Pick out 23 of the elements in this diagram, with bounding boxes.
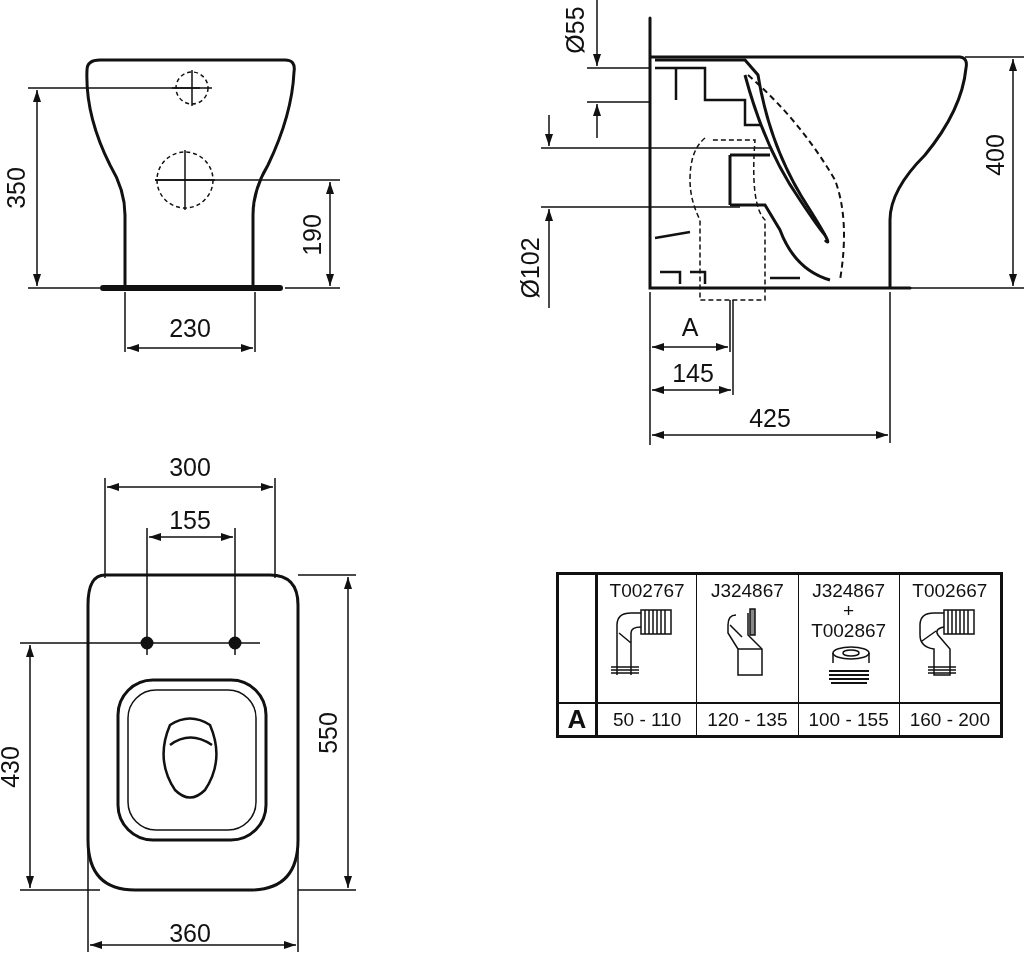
dimension-value: 550: [315, 712, 341, 754]
dimension-value: 430: [0, 746, 23, 788]
range-value: 50 - 110: [595, 702, 697, 735]
dimension-value: 350: [3, 167, 29, 209]
part-number: T002667: [912, 581, 988, 601]
dimension-value: 155: [169, 507, 211, 533]
part-number: J324867 + T002867: [811, 581, 887, 641]
dimension-value: 300: [169, 454, 211, 480]
range-value: 100 - 155: [797, 702, 899, 735]
dimension-value: 145: [672, 360, 714, 386]
dimension-value: 190: [299, 214, 325, 256]
dimension-value: Ø102: [517, 237, 543, 299]
range-value: 160 - 200: [898, 702, 1000, 735]
dimension-value: A: [681, 314, 699, 340]
part-number: J324867: [710, 581, 784, 601]
dimension-value: 230: [169, 315, 211, 341]
dimension-value: Ø55: [562, 6, 588, 54]
dimension-symbol: A: [567, 704, 587, 735]
dimension-value: 400: [982, 134, 1008, 176]
range-value: 120 - 135: [696, 702, 798, 735]
dimension-value: 425: [749, 405, 791, 431]
dimension-value: 360: [169, 920, 211, 946]
part-number: T002767: [609, 581, 685, 601]
